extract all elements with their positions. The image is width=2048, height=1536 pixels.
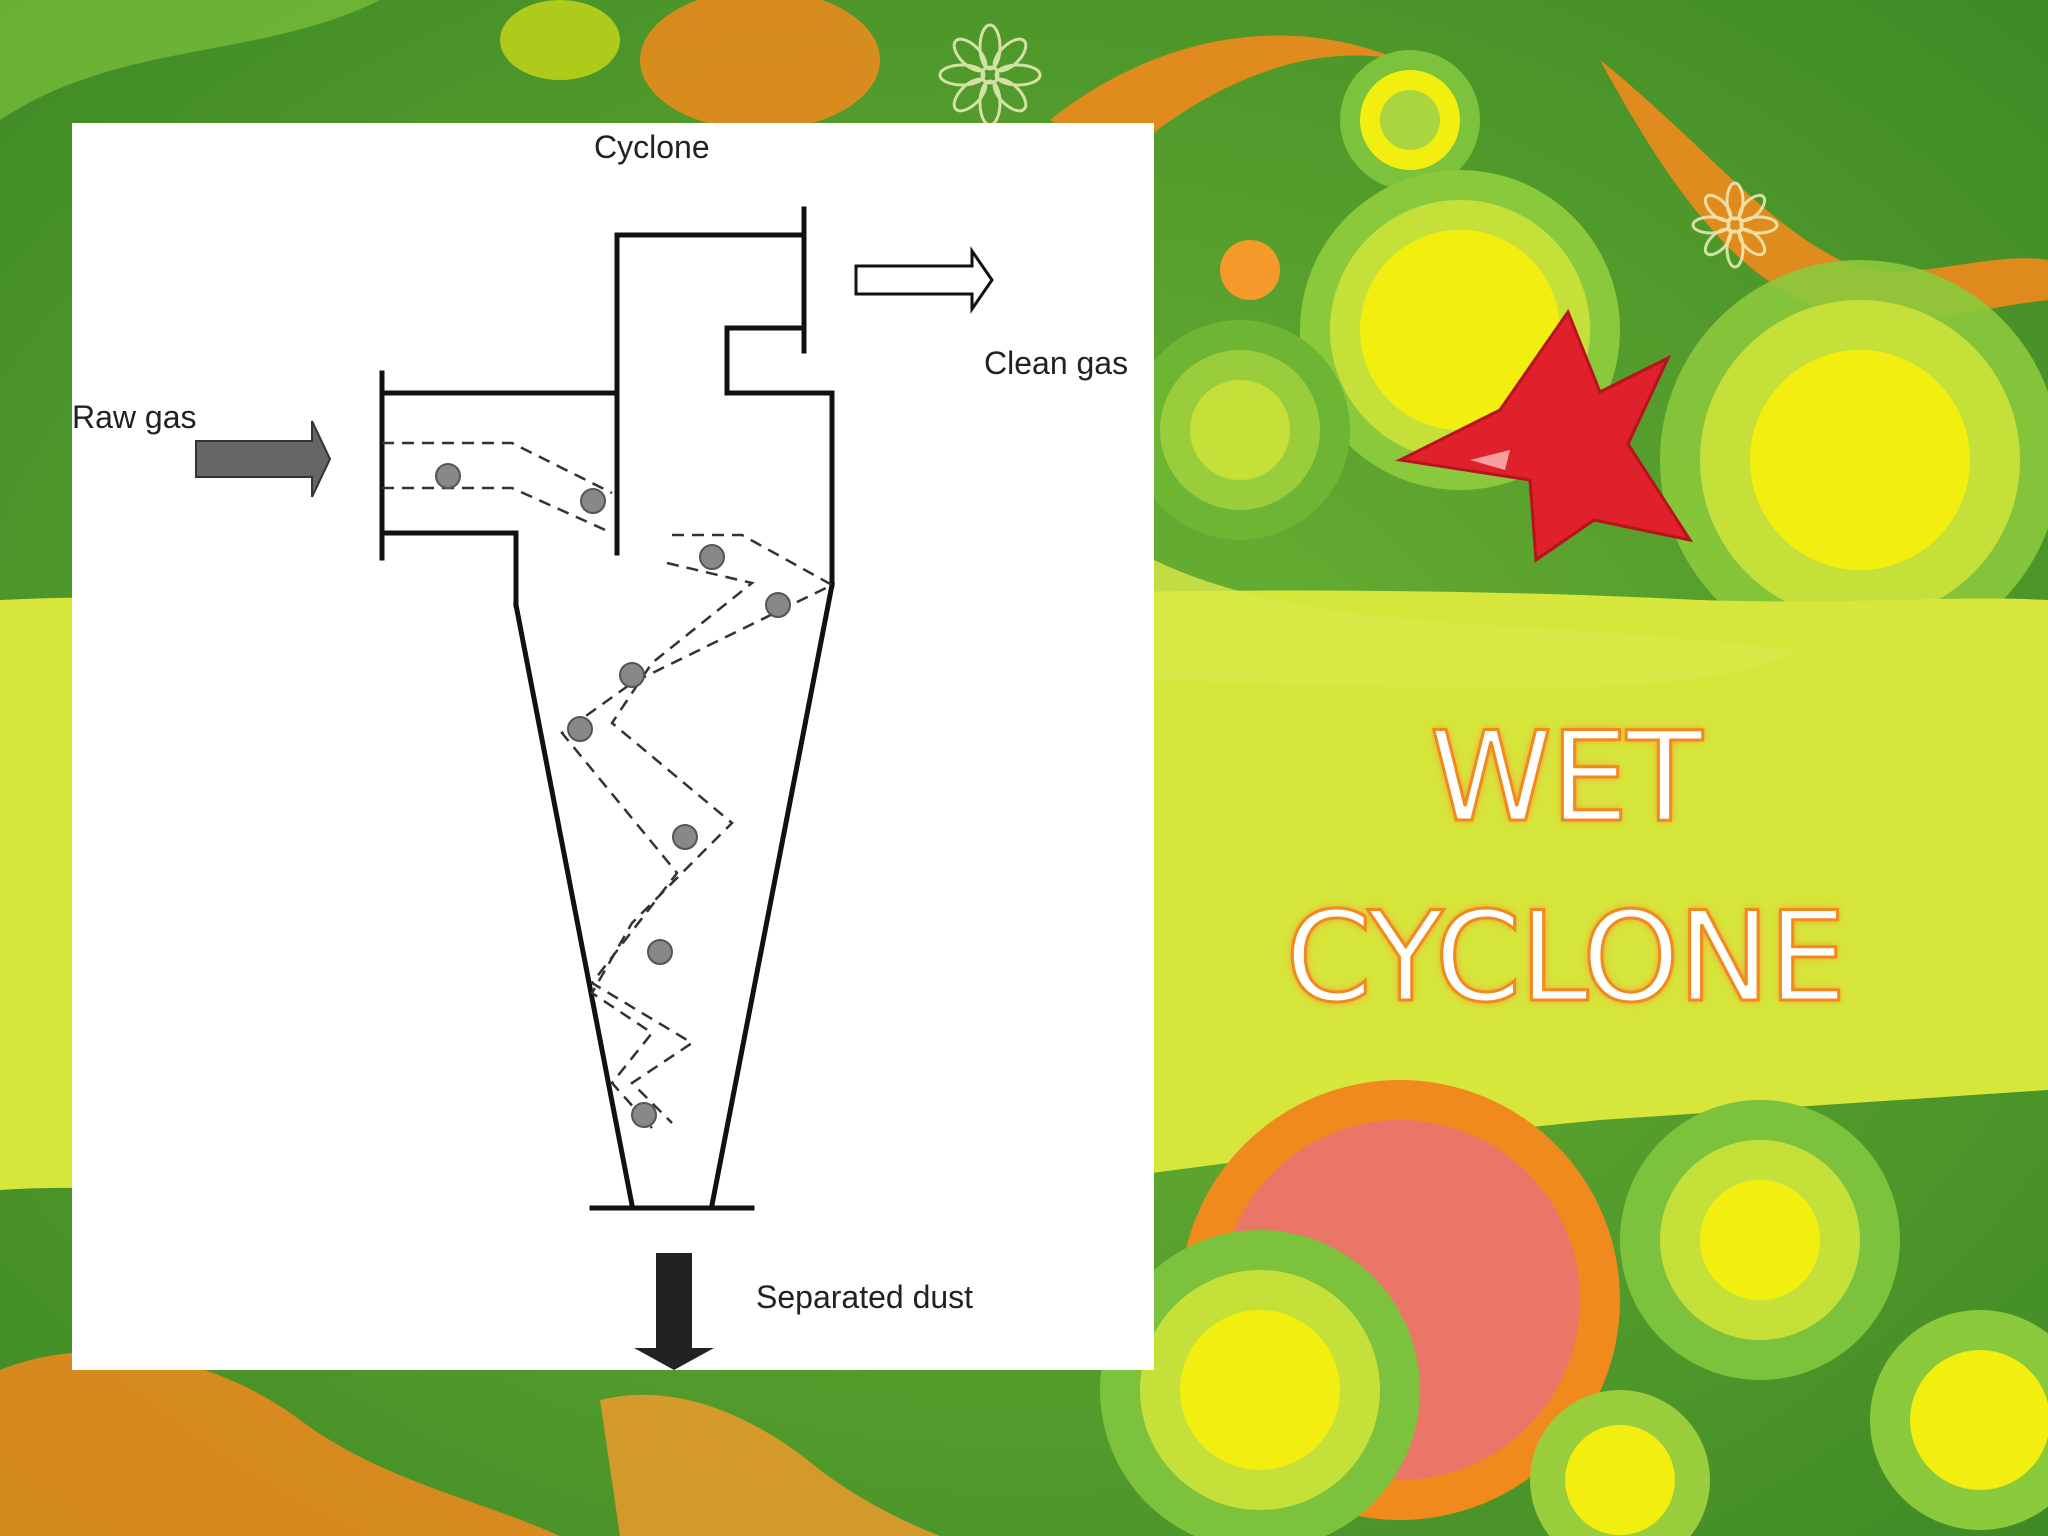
dust-particles [435, 463, 791, 1128]
clean-gas-label: Clean gas [984, 345, 1129, 381]
inlet-duct-bottom [379, 530, 519, 608]
outlet-pipe [614, 232, 807, 556]
cyclone-body-right [724, 390, 835, 588]
flower-icon [1691, 181, 1779, 269]
outlet-pipe-inner [724, 325, 807, 396]
raw-gas-label: Raw gas [72, 399, 197, 435]
star-icon [1395, 308, 1694, 563]
diagram-title: Cyclone [594, 129, 710, 165]
separated-dust-label: Separated dust [756, 1279, 974, 1315]
concentric-circles-top [1130, 50, 2048, 660]
slide-title-line-1: WET [1428, 705, 1704, 852]
gas-flow-path [382, 441, 835, 1129]
arrow-right-icon [854, 246, 994, 314]
arrow-down-icon [634, 1253, 714, 1370]
arrow-right-icon [195, 420, 332, 498]
cyclone-diagram: Cyclone Raw gas Clean gas Separated dust [72, 123, 1154, 1370]
slide-title-line-2: CYCLONE [1284, 885, 1848, 1032]
concentric-circles-bottom [1100, 1080, 2048, 1536]
flower-icon [938, 23, 1042, 127]
cone-left [513, 602, 635, 1208]
cone-right [709, 582, 835, 1208]
cyclone-drawing [195, 206, 994, 1370]
